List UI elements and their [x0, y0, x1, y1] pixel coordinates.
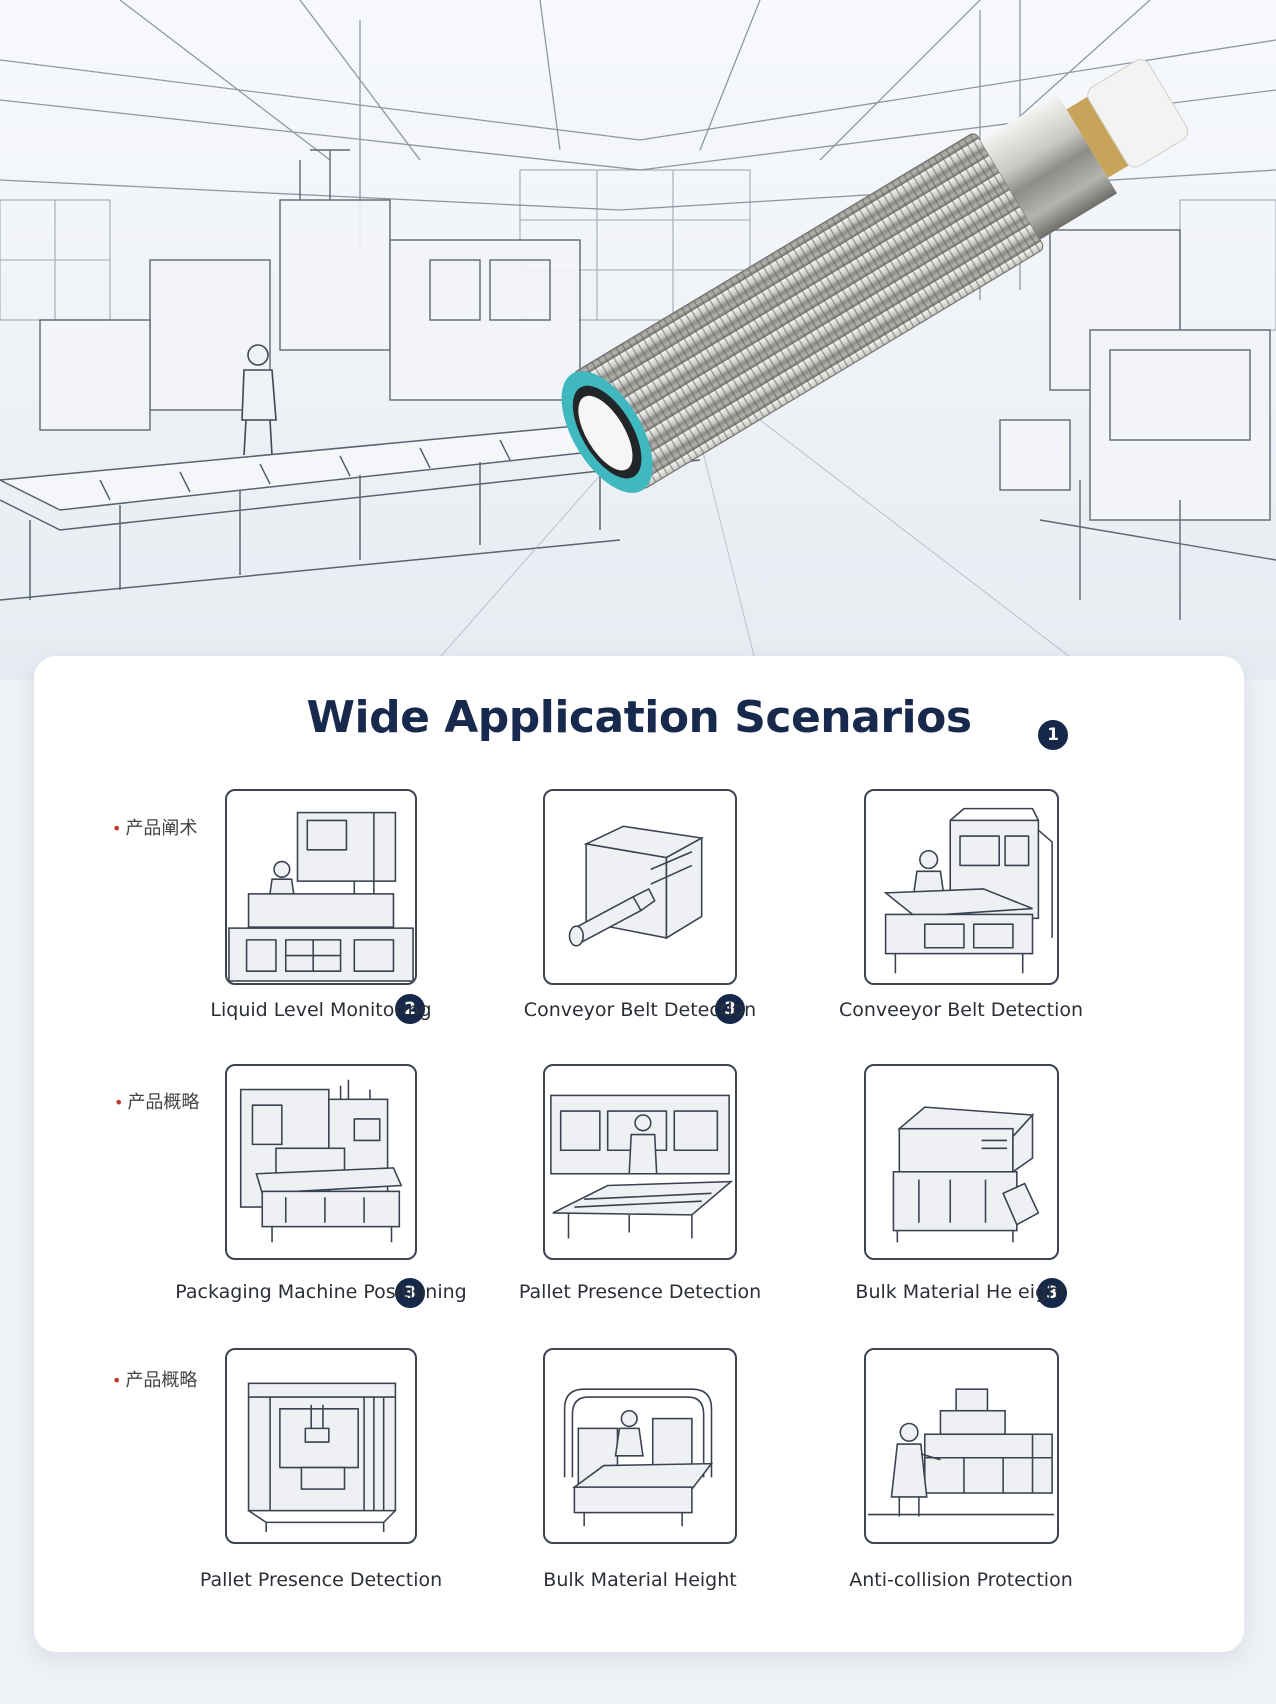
hero-illustration [0, 0, 1276, 680]
machine-icon [867, 1388, 1055, 1517]
scenario-caption: Conveyor Belt Detection [523, 999, 757, 1021]
row-label-1: •产品阐术 [112, 818, 198, 839]
scenario-card-pallet-presence-2[interactable] [225, 1348, 417, 1544]
scenario-card-anti-collision[interactable] [864, 1348, 1059, 1544]
row-label-3: •产品概略 [112, 1370, 198, 1391]
scenario-caption: Liquid Level Monitoring [210, 999, 432, 1021]
scenario-card-conveyor-belt-1[interactable] [543, 789, 737, 985]
scenario-card-bulk-material-2[interactable] [543, 1348, 737, 1544]
number-badge: 3 [1035, 1276, 1069, 1310]
machine-icon [239, 1079, 403, 1243]
number-badge: 3 [713, 992, 747, 1026]
row-label-2: •产品概略 [114, 1092, 200, 1113]
number-badge: 2 [393, 992, 427, 1026]
scenario-caption: Pallet Presence Detection [199, 1569, 443, 1591]
scenario-caption: Bulk Material He eight [855, 1281, 1067, 1303]
scenario-card-pallet-presence-1[interactable] [543, 1064, 737, 1260]
machine-icon [892, 1106, 1040, 1243]
scenario-caption: Bulk Material Height [543, 1569, 737, 1591]
sensor-box-icon [568, 825, 705, 947]
machine-icon [247, 1382, 397, 1533]
scenario-caption: Pallet Presence Detection [518, 1281, 762, 1303]
scenario-caption: Conveeyor Belt Detection [838, 999, 1084, 1021]
conveyor-icon [550, 1094, 734, 1239]
machine-icon [228, 811, 414, 982]
scenario-caption: Packaging Machine Positioning [175, 1281, 467, 1303]
section-title: Wide Application Scenarios [306, 692, 972, 743]
scenario-caption: Anti-collision Protection [849, 1569, 1073, 1591]
number-badge: 1 [1036, 718, 1070, 752]
number-badge: 3 [393, 1276, 427, 1310]
scenario-card-bulk-material-1[interactable] [864, 1064, 1059, 1260]
applications-panel: Wide Application Scenarios •产品阐术 •产品概略 •… [34, 656, 1244, 1652]
sensor-image [561, 59, 1189, 493]
scenario-card-liquid-level[interactable] [225, 789, 417, 985]
scenario-card-conveyor-belt-2[interactable] [864, 789, 1059, 985]
robot-cell-icon [563, 1388, 714, 1527]
machine-icon [883, 807, 1053, 974]
scenario-card-packaging-machine[interactable] [225, 1064, 417, 1260]
